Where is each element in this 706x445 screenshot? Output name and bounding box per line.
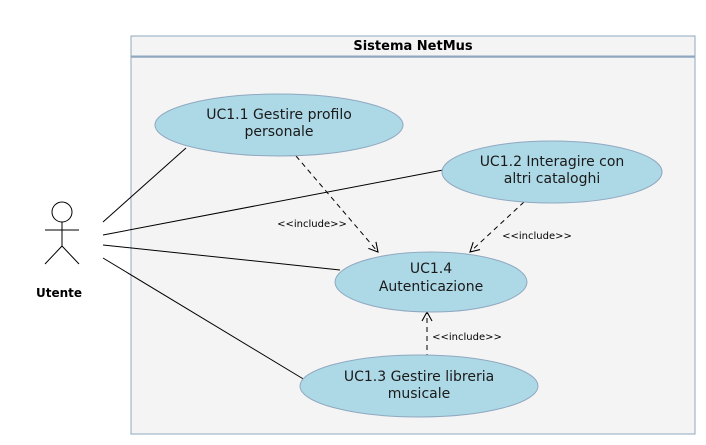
association-uc11 <box>102 147 187 223</box>
actor-name: Utente <box>36 286 82 300</box>
system-title: Sistema NetMus <box>353 39 473 54</box>
use-case-uc11[interactable]: UC1.1 Gestire profilo personale <box>154 93 404 157</box>
use-case-uc12[interactable]: UC1.2 Interagire con altri cataloghi <box>441 140 663 204</box>
use-case-uc13-line1: UC1.3 Gestire libreria <box>344 369 494 385</box>
actor-utente: Utente <box>36 201 82 300</box>
actor-head <box>51 201 73 223</box>
include-arrow-uc11 <box>295 155 379 253</box>
use-case-uc14-line2: Autenticazione <box>379 279 483 295</box>
use-case-uc12-line2: altri cataloghi <box>504 171 601 187</box>
use-case-uc13-line2: musicale <box>388 386 450 402</box>
associations <box>102 147 444 381</box>
association-uc12 <box>102 169 444 236</box>
include-arrow-uc12 <box>469 201 525 253</box>
include-relations <box>295 155 525 359</box>
use-case-uc12-line1: UC1.2 Interagire con <box>480 154 625 170</box>
include-label-uc11: <<include>> <box>277 219 347 230</box>
association-uc13 <box>102 257 306 381</box>
use-case-uc14-line1: UC1.4 <box>410 261 452 277</box>
use-case-uc13[interactable]: UC1.3 Gestire libreria musicale <box>299 354 539 418</box>
use-case-uc11-line1: UC1.1 Gestire profilo <box>206 107 352 123</box>
use-case-uc11-line2: personale <box>244 124 313 140</box>
association-uc14 <box>102 244 341 271</box>
include-label-uc13: <<include>> <box>432 332 502 343</box>
include-label-uc12: <<include>> <box>502 231 572 242</box>
use-case-uc14[interactable]: UC1.4 Autenticazione <box>334 251 528 313</box>
